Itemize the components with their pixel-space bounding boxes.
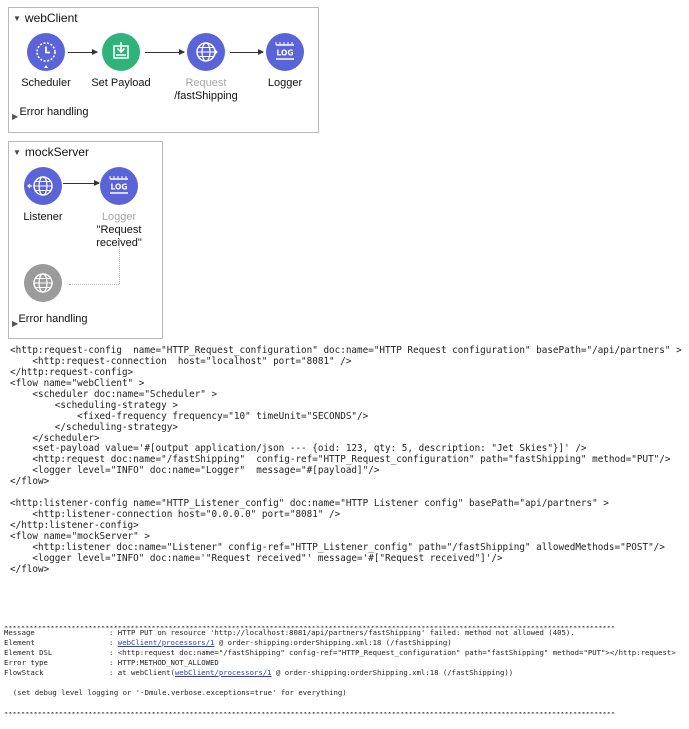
listener-response-node[interactable] bbox=[0, 264, 88, 302]
log-debug-hint: (set debug level logging or '-Dmule.verb… bbox=[4, 688, 347, 697]
xml-config-code: <http:request-config name="HTTP_Request_… bbox=[10, 345, 685, 576]
error-handling-section[interactable]: Error handling bbox=[18, 313, 88, 325]
collapse-triangle-icon[interactable]: ▼ bbox=[13, 148, 21, 157]
log-label: FlowStack bbox=[4, 668, 44, 677]
mock-logger-label: Logger bbox=[101, 211, 137, 223]
code-line: <fixed-frequency frequency="10" timeUnit… bbox=[10, 410, 369, 422]
logger-node[interactable]: LOG Logger bbox=[240, 33, 330, 90]
expand-triangle-icon[interactable]: ▶ bbox=[12, 112, 19, 121]
code-line: <http:request-connection host="localhost… bbox=[10, 355, 352, 367]
code-line: </flow> bbox=[10, 476, 50, 488]
code-line: </flow> bbox=[10, 563, 50, 575]
log-value: @ order-shipping:orderShipping.xml:18 (/… bbox=[271, 668, 514, 677]
code-line: </http:request-config> bbox=[10, 366, 134, 378]
log-message-row: Message : HTTP PUT on resource 'http://lo… bbox=[4, 628, 686, 638]
code-line: </http:listener-config> bbox=[10, 520, 139, 531]
code-line: <http:request-config name="HTTP_Request_… bbox=[10, 345, 682, 356]
log-value: : HTTP:METHOD_NOT_ALLOWED bbox=[109, 658, 219, 667]
logger-label: Logger bbox=[267, 77, 303, 89]
set-payload-label: Set Payload bbox=[91, 77, 151, 89]
code-line: <set-payload value='#[output application… bbox=[10, 443, 587, 455]
request-label: Request bbox=[185, 77, 227, 89]
globe-icon bbox=[24, 167, 62, 205]
request-path-label: /fastShipping bbox=[174, 90, 238, 102]
code-line: <http:listener-connection host="0.0.0.0"… bbox=[10, 509, 341, 521]
log-label: Message bbox=[4, 628, 35, 637]
webclient-flow-title[interactable]: ▼webClient bbox=[13, 11, 78, 25]
flow-arrow bbox=[68, 49, 98, 55]
payload-icon bbox=[102, 33, 140, 71]
code-line: <flow name="mockServer" > bbox=[10, 530, 150, 542]
scheduler-node[interactable]: Scheduler bbox=[1, 33, 91, 90]
code-line: <http:request doc:name="/fastShipping" c… bbox=[10, 454, 671, 466]
listener-label: Listener bbox=[23, 211, 63, 223]
log-label: Error type bbox=[4, 658, 48, 667]
log-separator-bottom: ****************************************… bbox=[4, 712, 616, 716]
mockserver-flow-canvas: ▼mockServer Listener LOG Logger "Request… bbox=[8, 141, 163, 339]
error-handling-section[interactable]: Error handling bbox=[19, 106, 89, 118]
mock-logger-node[interactable]: LOG Logger "Request received" bbox=[74, 167, 164, 250]
log-value: : <http:request doc:name="/fastShipping"… bbox=[109, 648, 676, 657]
clock-icon bbox=[27, 33, 65, 71]
mockserver-flow-title[interactable]: ▼mockServer bbox=[13, 145, 89, 159]
log-value: : HTTP PUT on resource 'http://localhost… bbox=[109, 628, 575, 637]
return-path-vertical bbox=[119, 238, 120, 284]
request-node[interactable]: Request /fastShipping bbox=[161, 33, 251, 103]
code-line: <logger level="INFO" doc:name="Logger" m… bbox=[10, 465, 380, 477]
mock-logger-message-label: "Request received" bbox=[96, 224, 142, 249]
log-value: : at webClient( bbox=[109, 668, 175, 677]
log-element-dsl-row: Element DSL : <http:request doc:name="/fa… bbox=[4, 648, 686, 658]
flowstack-link[interactable]: webClient/processors/1 bbox=[174, 668, 272, 677]
log-element-row: Element: webClient/processors/1 @ order-… bbox=[4, 638, 452, 647]
flow-arrow bbox=[145, 49, 185, 55]
log-icon: LOG bbox=[266, 33, 304, 71]
code-line: <http:listener doc:name="Listener" confi… bbox=[10, 541, 665, 553]
scheduler-label: Scheduler bbox=[21, 77, 71, 89]
log-label: Element bbox=[4, 638, 35, 647]
globe-icon bbox=[187, 33, 225, 71]
error-log: Message : HTTP PUT on resource 'http://lo… bbox=[4, 628, 686, 698]
expand-triangle-icon[interactable]: ▶ bbox=[12, 319, 19, 328]
code-line: <scheduling-strategy > bbox=[10, 399, 178, 411]
log-label: Element DSL bbox=[4, 648, 53, 657]
log-value: @ order-shipping:orderShipping.xml:18 (/… bbox=[214, 638, 452, 647]
code-line: <scheduler doc:name="Scheduler" > bbox=[10, 388, 218, 400]
log-icon-text: LOG bbox=[276, 49, 293, 58]
code-line: <logger level="INFO" doc:name='"Request … bbox=[10, 552, 503, 564]
webclient-flow-canvas: ▼webClient Scheduler Set Payload bbox=[8, 7, 319, 133]
log-icon: LOG bbox=[100, 167, 138, 205]
set-payload-node[interactable]: Set Payload bbox=[76, 33, 166, 90]
log-error-type-row: Error type : HTTP:METHOD_NOT_ALLOWED bbox=[4, 658, 686, 668]
log-separator-top: ****************************************… bbox=[4, 626, 616, 630]
log-icon-text: LOG bbox=[110, 183, 127, 192]
return-path-horizontal bbox=[69, 284, 119, 285]
log-blank-row bbox=[4, 678, 686, 688]
code-line: <flow name="webClient" > bbox=[10, 377, 145, 389]
flow-arrow bbox=[63, 180, 100, 186]
collapse-triangle-icon[interactable]: ▼ bbox=[13, 14, 21, 23]
flow-arrow bbox=[230, 49, 264, 55]
code-line: <http:listener-config name="HTTP_Listene… bbox=[10, 498, 609, 510]
element-link[interactable]: webClient/processors/1 bbox=[117, 638, 215, 647]
log-flowstack-row: FlowStack : at webClient(webClient/proces… bbox=[4, 668, 686, 678]
listener-node[interactable]: Listener bbox=[0, 167, 88, 224]
globe-icon bbox=[24, 264, 62, 302]
code-line: </scheduling-strategy> bbox=[10, 421, 178, 433]
code-line: </scheduler> bbox=[10, 432, 100, 444]
